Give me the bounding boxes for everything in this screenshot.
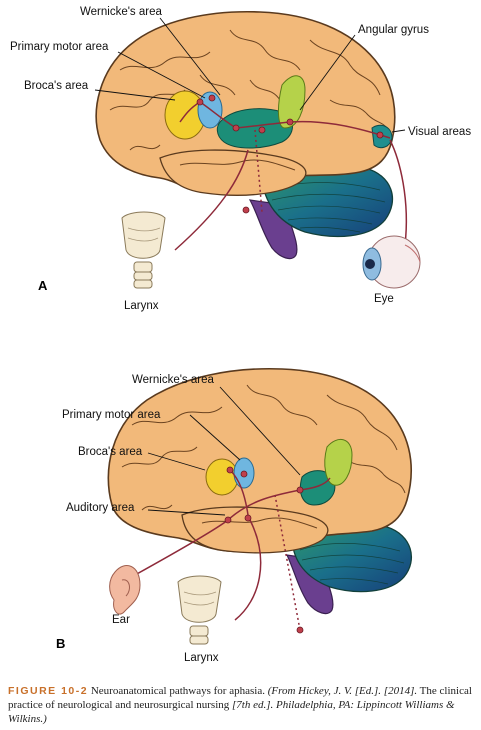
panel-b-leader-lines bbox=[147, 386, 301, 516]
label-broca-a: Broca's area bbox=[24, 80, 89, 92]
panel-a-leader-lines bbox=[94, 17, 406, 133]
wernicke-area bbox=[299, 470, 336, 506]
label-ear: Ear bbox=[112, 614, 130, 626]
label-larynx-a: Larynx bbox=[124, 300, 159, 312]
caption-source-title: The clinical practice of neurological an… bbox=[8, 685, 472, 711]
label-wernicke-b: Wernicke's area bbox=[132, 374, 214, 386]
larynx-icon bbox=[121, 211, 166, 289]
panel-letter-a: A bbox=[38, 278, 48, 293]
label-auditory-area: Auditory area bbox=[66, 502, 135, 514]
label-eye: Eye bbox=[374, 293, 394, 305]
figure-number: FIGURE 10-2 bbox=[8, 685, 89, 697]
angular-gyrus-area bbox=[277, 75, 306, 129]
figure-caption: FIGURE 10-2 Neuroanatomical pathways for… bbox=[8, 684, 476, 726]
cortex-gyri bbox=[109, 29, 391, 171]
larynx-icon bbox=[177, 575, 222, 645]
panel-a-pathways bbox=[174, 101, 408, 251]
panel-a-nodes bbox=[196, 94, 384, 214]
label-angular-gyrus: Angular gyrus bbox=[358, 24, 429, 36]
label-primary-motor-b: Primary motor area bbox=[62, 409, 161, 421]
caption-text: Neuroanatomical pathways for aphasia. bbox=[88, 685, 268, 697]
ear-icon bbox=[109, 565, 141, 615]
label-wernicke-a: Wernicke's area bbox=[80, 6, 162, 18]
label-larynx-b: Larynx bbox=[184, 652, 219, 664]
label-broca-b: Broca's area bbox=[78, 446, 143, 458]
caption-source-open: (From Hickey, J. V. [Ed.]. [2014]. bbox=[267, 685, 418, 697]
panel-letter-b: B bbox=[56, 636, 66, 651]
eye-icon bbox=[362, 235, 421, 289]
label-visual-areas: Visual areas bbox=[408, 126, 472, 138]
wernicke-area bbox=[216, 108, 293, 149]
broca-area bbox=[205, 458, 239, 496]
panel-b-nodes bbox=[224, 466, 304, 634]
caption-source-end: [7th ed.]. Philadelphia, PA: Lippincott … bbox=[8, 699, 455, 725]
label-primary-motor-a: Primary motor area bbox=[10, 41, 109, 53]
angular-gyrus-area bbox=[324, 439, 353, 486]
